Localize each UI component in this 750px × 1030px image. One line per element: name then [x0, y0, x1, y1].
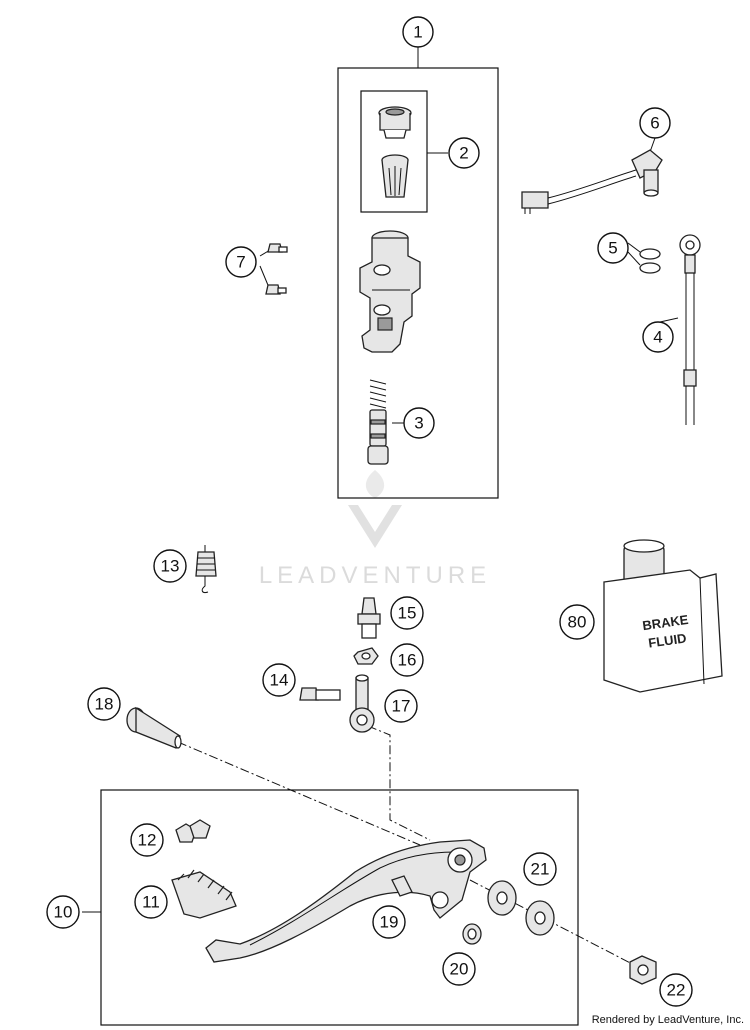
callout-5[interactable]: 5: [597, 232, 629, 264]
nut-part: [353, 647, 379, 665]
svg-text:19: 19: [380, 913, 399, 932]
callout-14[interactable]: 14: [262, 663, 296, 697]
svg-text:14: 14: [270, 671, 289, 690]
svg-text:10: 10: [54, 903, 73, 922]
lever-tip-part: [171, 869, 237, 919]
callout-15[interactable]: 15: [390, 596, 424, 630]
callout-7[interactable]: 7: [225, 246, 257, 278]
watermark-logo-icon: [348, 505, 402, 548]
spacer-part: [462, 923, 482, 945]
svg-text:22: 22: [667, 981, 686, 1000]
callout-11[interactable]: 11: [134, 885, 168, 919]
svg-text:7: 7: [236, 253, 245, 272]
reservoir-cap-part: [378, 106, 412, 139]
svg-text:6: 6: [650, 114, 659, 133]
svg-text:5: 5: [608, 239, 617, 258]
fluid-can-label-fluid: FLUID: [647, 630, 687, 650]
fitting-part: [357, 597, 381, 639]
svg-text:20: 20: [450, 960, 469, 979]
callout-18[interactable]: 18: [87, 687, 121, 721]
master-cylinder-body: [359, 230, 421, 353]
svg-text:2: 2: [459, 144, 468, 163]
reservoir-subframe: [360, 90, 428, 213]
render-credit: Rendered by LeadVenture, Inc.: [591, 1014, 744, 1026]
bushing-part: [391, 875, 413, 897]
watermark-text: LEADVENTURE: [259, 562, 491, 589]
svg-text:12: 12: [138, 831, 157, 850]
watermark-flame-icon: [365, 470, 385, 498]
piston-spring-part: [367, 379, 389, 465]
bearings-part: [487, 880, 555, 936]
sealing-rings-part: [639, 248, 661, 274]
callout-3[interactable]: 3: [403, 407, 435, 439]
pivot-shaft-part: [126, 706, 182, 749]
watermark: LEADVENTURE: [259, 470, 491, 589]
svg-text:21: 21: [531, 860, 550, 879]
callout-16[interactable]: 16: [390, 643, 424, 677]
return-spring-part: [195, 545, 217, 593]
brake-light-switch-part: [521, 149, 663, 214]
reservoir-filter-part: [381, 154, 409, 198]
brake-fluid-can-part: BRAKE FLUID: [603, 539, 723, 693]
svg-text:1: 1: [413, 23, 422, 42]
bolt-part: [299, 687, 341, 701]
push-rod-part: [349, 674, 375, 733]
brake-lever-part: [205, 839, 487, 963]
svg-text:17: 17: [392, 697, 411, 716]
callout-12[interactable]: 12: [130, 823, 164, 857]
brake-hose-part: [679, 234, 701, 425]
callout-6[interactable]: 6: [639, 107, 671, 139]
svg-text:18: 18: [95, 695, 114, 714]
fluid-can-label-brake: BRAKE: [641, 612, 689, 633]
callout-19[interactable]: 19: [372, 905, 406, 939]
svg-text:80: 80: [568, 613, 587, 632]
collar-nut-part: [629, 955, 657, 985]
rivets-part: [175, 819, 211, 843]
svg-text:4: 4: [653, 328, 662, 347]
callout-22[interactable]: 22: [659, 973, 693, 1007]
svg-text:13: 13: [161, 557, 180, 576]
callout-21[interactable]: 21: [523, 852, 557, 886]
svg-text:15: 15: [398, 604, 417, 623]
callout-1[interactable]: 1: [402, 16, 434, 48]
assembly-lines: [177, 725, 641, 969]
brake-lever-frame: [100, 789, 579, 1026]
callout-17[interactable]: 17: [384, 689, 418, 723]
callout-13[interactable]: 13: [153, 549, 187, 583]
callout-10[interactable]: 10: [46, 895, 80, 929]
screws-part: [265, 243, 288, 295]
callout-20[interactable]: 20: [442, 952, 476, 986]
svg-text:11: 11: [142, 893, 160, 912]
callout-2[interactable]: 2: [448, 137, 480, 169]
callout-4[interactable]: 4: [642, 321, 674, 353]
svg-text:3: 3: [414, 414, 423, 433]
svg-text:16: 16: [398, 651, 417, 670]
callout-80[interactable]: 80: [559, 604, 595, 640]
